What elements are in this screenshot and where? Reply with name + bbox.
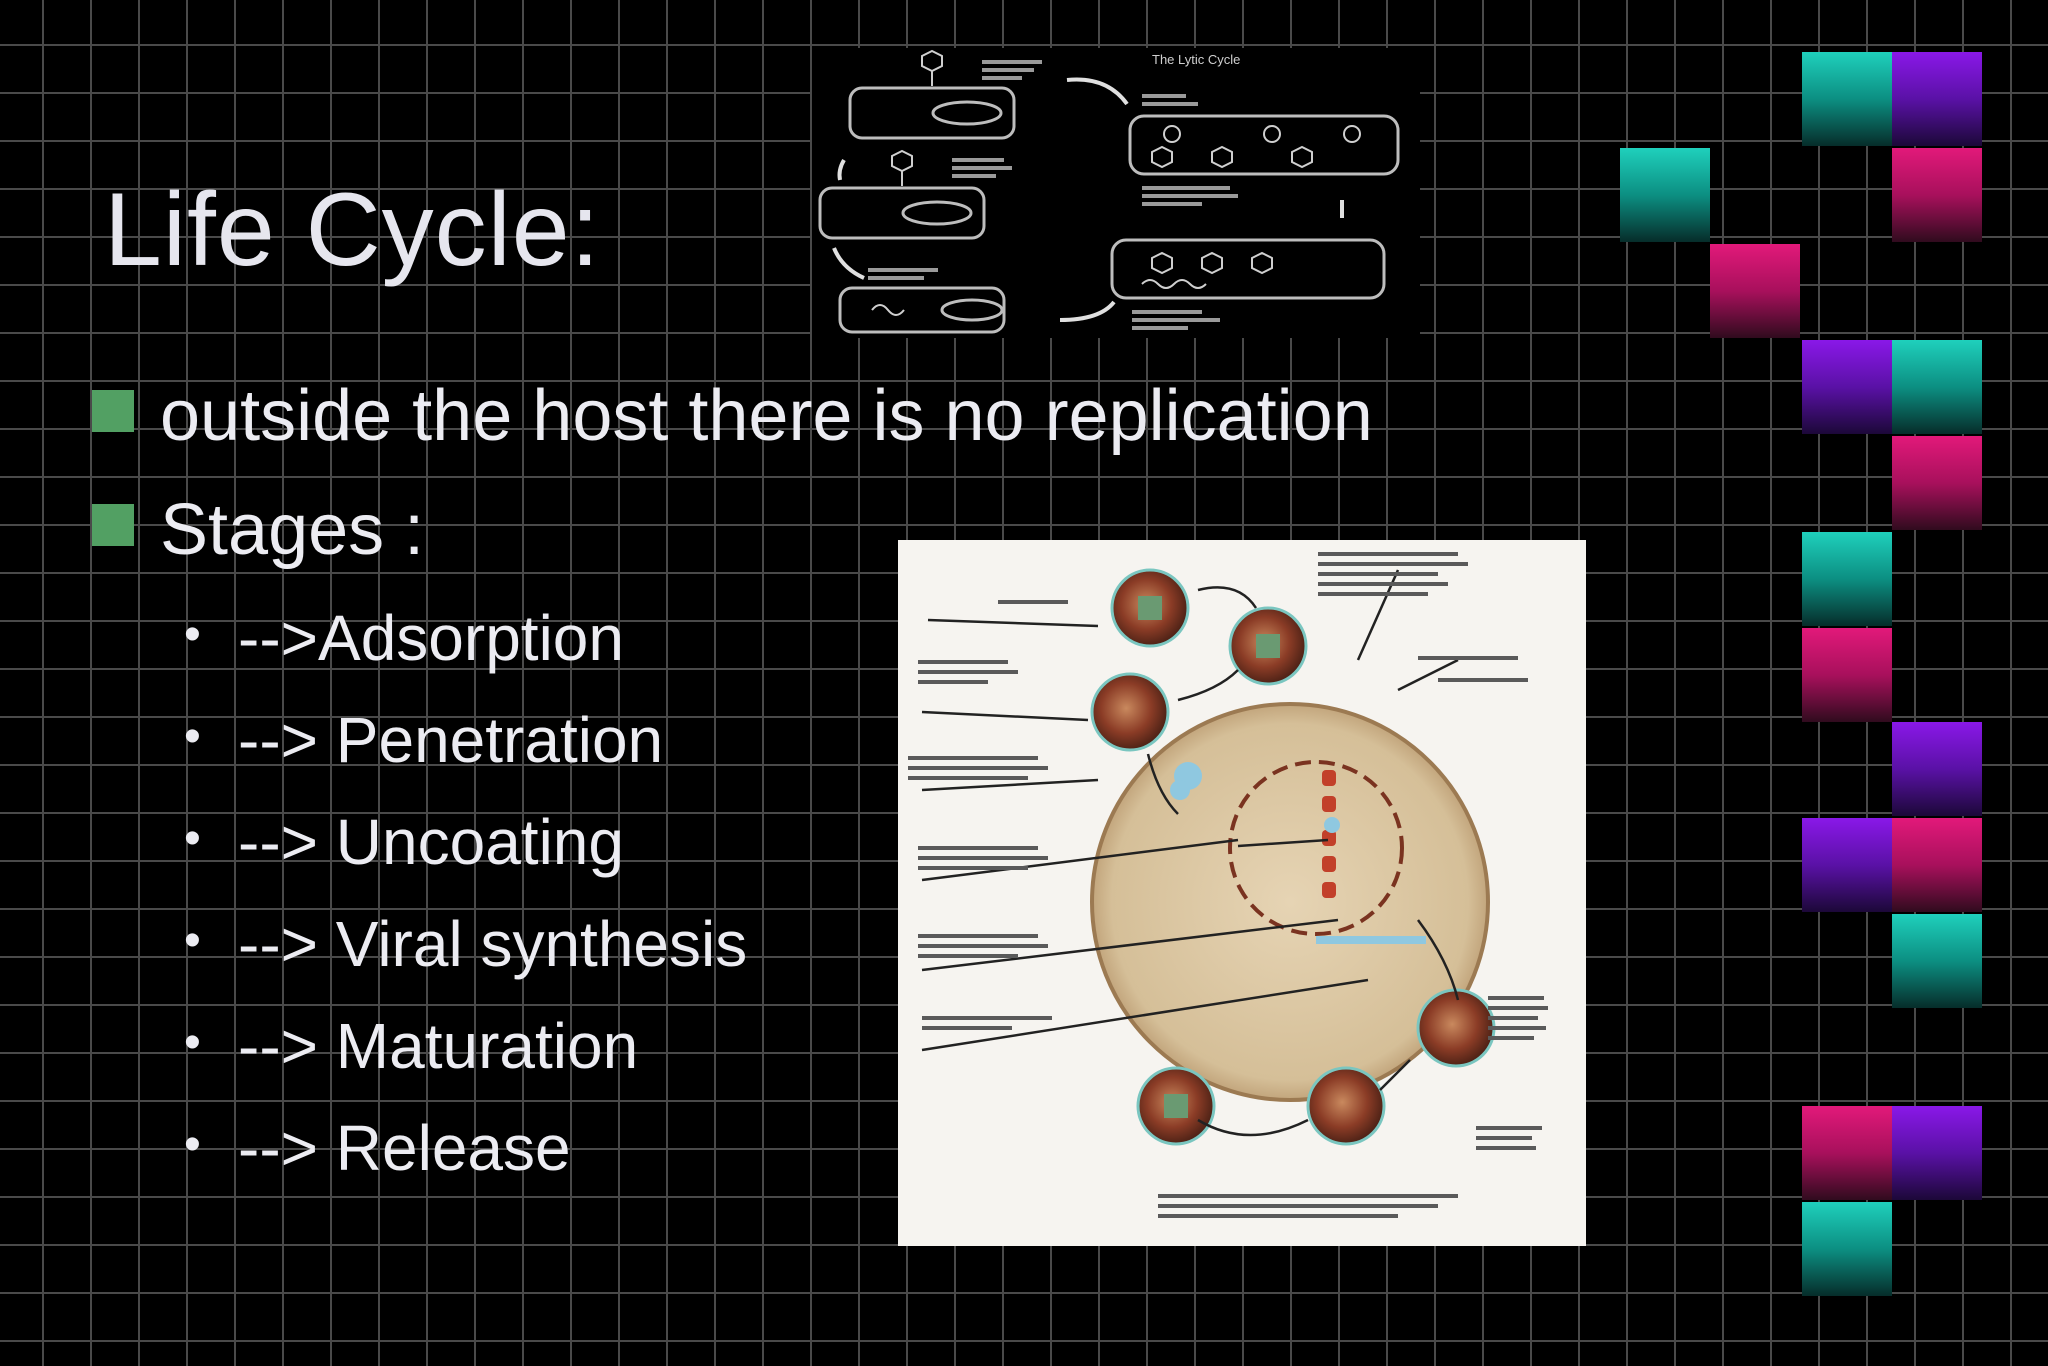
stage-text: --> Penetration xyxy=(238,704,664,776)
deco-block-purple xyxy=(1802,818,1892,912)
bullet-text: Stages : xyxy=(160,490,425,570)
deco-block-magenta xyxy=(1710,244,1800,338)
deco-block-teal xyxy=(1892,914,1982,1008)
deco-block-teal xyxy=(1802,52,1892,146)
deco-block-magenta xyxy=(1802,1106,1892,1200)
bullet-dot-icon: • xyxy=(184,608,201,661)
deco-block-teal xyxy=(1802,1202,1892,1296)
bullet-dot-icon: • xyxy=(184,1016,201,1069)
stage-text: -->Adsorption xyxy=(238,602,624,674)
deco-block-purple xyxy=(1892,1106,1982,1200)
deco-block-purple xyxy=(1892,52,1982,146)
deco-block-magenta xyxy=(1892,818,1982,912)
bullet-square-icon xyxy=(92,390,134,432)
bullet-square-icon xyxy=(92,504,134,546)
deco-block-teal xyxy=(1892,340,1982,434)
deco-block-teal xyxy=(1620,148,1710,242)
deco-block-magenta xyxy=(1802,628,1892,722)
deco-block-magenta xyxy=(1892,148,1982,242)
bullet-dot-icon: • xyxy=(184,1118,201,1171)
bullet-dot-icon: • xyxy=(184,812,201,865)
deco-block-magenta xyxy=(1892,436,1982,530)
lytic-cycle-illustration: The Lytic Cycle xyxy=(812,48,1420,338)
slide-title: Life Cycle: xyxy=(104,172,601,288)
bullet-text: outside the host there is no replication xyxy=(160,376,1373,456)
viral-replication-illustration xyxy=(898,540,1586,1246)
deco-block-purple xyxy=(1892,722,1982,816)
stage-text: --> Uncoating xyxy=(238,806,624,878)
lytic-cycle-title: The Lytic Cycle xyxy=(1152,52,1240,67)
stage-text: --> Maturation xyxy=(238,1010,639,1082)
deco-block-teal xyxy=(1802,532,1892,626)
bullet-dot-icon: • xyxy=(184,710,201,763)
bullet-dot-icon: • xyxy=(184,914,201,967)
stage-text: --> Release xyxy=(238,1112,571,1184)
stage-text: --> Viral synthesis xyxy=(238,908,748,980)
deco-block-purple xyxy=(1802,340,1892,434)
